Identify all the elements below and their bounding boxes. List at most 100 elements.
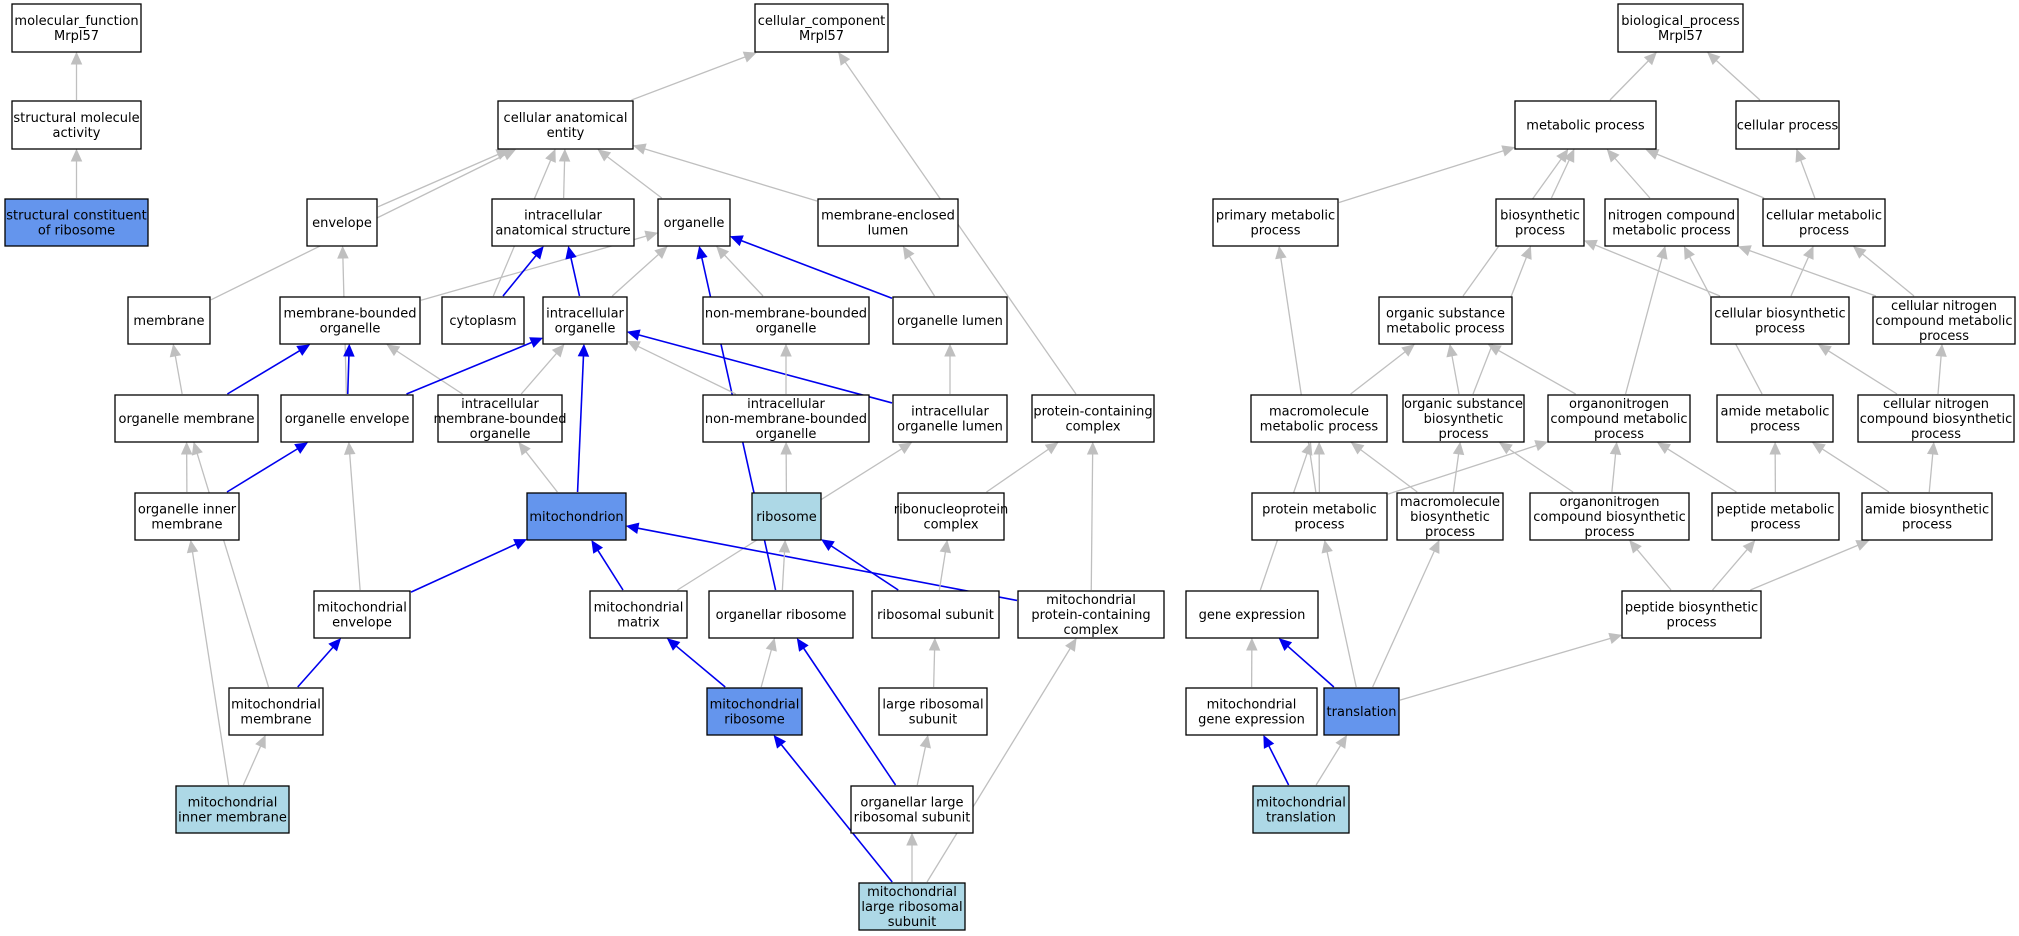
- edge-cbp-to-cmp: [1790, 245, 1814, 297]
- node-orib[interactable]: organellar ribosome: [708, 590, 854, 639]
- edge-line: [396, 350, 463, 395]
- edge-line: [760, 649, 773, 688]
- node-label-line: mitochondrial: [188, 796, 278, 811]
- edge-line: [406, 341, 533, 395]
- edge-organelle-to-cae: [597, 149, 663, 199]
- node-box: [1396, 492, 1504, 541]
- edge-arrowhead: [577, 343, 590, 357]
- edge-arrowhead: [1853, 246, 1867, 259]
- node-label-line: process: [1515, 224, 1565, 239]
- node-cellp[interactable]: cellular process: [1735, 100, 1840, 150]
- node-organelle[interactable]: organelle: [657, 198, 731, 247]
- node-label-line: process: [1667, 616, 1717, 631]
- node-label-line: organelle lumen: [897, 314, 1003, 329]
- edge-cncbp-to-cncmp: [1935, 343, 1947, 395]
- edge-arrowhead: [386, 344, 401, 357]
- node-om[interactable]: organelle membrane: [114, 394, 259, 443]
- edge-arrowhead: [919, 734, 931, 749]
- edge-line: [597, 549, 624, 591]
- edge-arrowhead: [513, 539, 528, 550]
- node-box: [702, 394, 870, 443]
- node-rsub[interactable]: ribosomal subunit: [871, 590, 1000, 639]
- node-label-line: intracellular: [524, 209, 602, 224]
- node-label-line: complex: [1065, 420, 1120, 435]
- edge-mlrs-to-mpcc: [926, 637, 1077, 883]
- node-cytoplasm[interactable]: cytoplasm: [441, 296, 525, 345]
- node-envelope[interactable]: envelope: [306, 198, 378, 247]
- edge-line: [420, 235, 647, 301]
- node-metp[interactable]: metabolic process: [1514, 100, 1657, 150]
- node-inmbo[interactable]: intracellularnon-membrane-boundedorganel…: [702, 394, 870, 443]
- node-transl[interactable]: translation: [1323, 687, 1400, 736]
- edge-mtransl-to-mge: [1263, 734, 1290, 786]
- node-ol[interactable]: organelle lumen: [892, 296, 1008, 345]
- edge-mbo-to-organelle: [420, 230, 659, 301]
- edge-arrowhead: [518, 442, 531, 456]
- edge-arrowhead: [1795, 148, 1807, 163]
- node-box: [892, 394, 1008, 443]
- node-label-line: intracellular: [546, 307, 624, 322]
- node-membrane[interactable]: membrane: [127, 296, 211, 345]
- edge-arrowhead: [1707, 52, 1721, 66]
- node-ge[interactable]: gene expression: [1185, 590, 1319, 639]
- node-oe[interactable]: organelle envelope: [280, 394, 414, 443]
- node-label-line: activity: [53, 126, 101, 141]
- edge-arrowhead: [1335, 734, 1348, 749]
- node-mito[interactable]: mitochondrion: [526, 492, 627, 541]
- node-box: [1762, 198, 1886, 247]
- edge-transl-to-pbp: [1399, 632, 1623, 701]
- edge-arrowhead: [1803, 245, 1814, 260]
- node-ribosome[interactable]: ribosome: [751, 492, 822, 541]
- node-label-line: protein-containing: [1033, 405, 1152, 420]
- node-box: [1716, 394, 1834, 443]
- edge-arrowhead: [1683, 245, 1695, 260]
- edge-cncmp-to-cmp: [1853, 246, 1915, 297]
- node-box: [437, 394, 563, 443]
